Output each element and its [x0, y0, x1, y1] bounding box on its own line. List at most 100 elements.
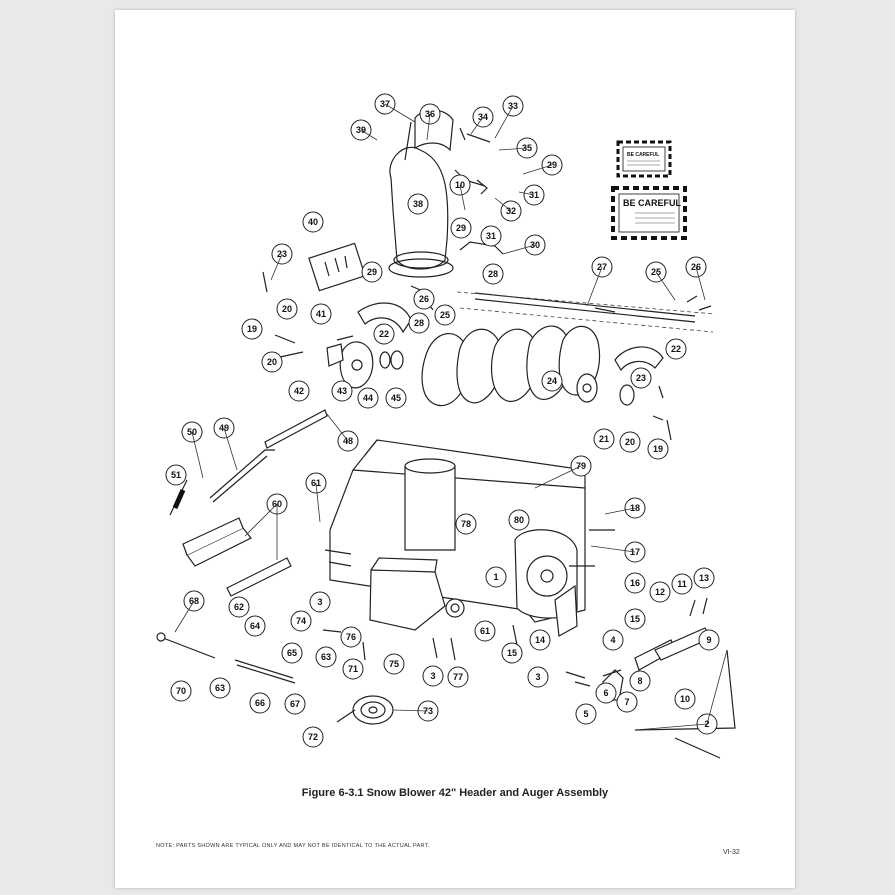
callout-14: 14 [529, 629, 551, 651]
svg-text:43: 43 [337, 386, 347, 396]
svg-text:3: 3 [317, 597, 322, 607]
svg-text:62: 62 [234, 602, 244, 612]
skid-shoes [182, 517, 292, 597]
svg-text:11: 11 [677, 579, 687, 589]
callout-23b: 23 [630, 367, 652, 389]
svg-text:15: 15 [630, 614, 640, 624]
svg-text:42: 42 [294, 386, 304, 396]
callout-19b: 19 [647, 438, 669, 460]
svg-text:20: 20 [267, 357, 277, 367]
callout-67: 67 [284, 693, 306, 715]
svg-text:75: 75 [389, 659, 399, 669]
callout-77: 77 [447, 666, 469, 688]
svg-text:8: 8 [637, 676, 642, 686]
svg-text:67: 67 [290, 699, 300, 709]
side-bracket-22 [357, 302, 412, 334]
callout-20c: 20 [619, 431, 641, 453]
svg-text:74: 74 [296, 616, 306, 626]
callout-20b: 20 [261, 351, 283, 373]
callout-6: 6 [595, 682, 617, 704]
callout-43: 43 [331, 380, 353, 402]
pulley-73 [336, 695, 394, 725]
figure-caption: Figure 6-3.1 Snow Blower 42" Header and … [301, 787, 609, 799]
callout-9: 9 [698, 629, 720, 651]
callout-74: 74 [290, 610, 312, 632]
svg-text:10: 10 [680, 694, 690, 704]
callout-10b: 10 [674, 688, 696, 710]
discharge-chute [388, 109, 454, 278]
svg-text:63: 63 [321, 652, 331, 662]
callout-21: 21 [593, 428, 615, 450]
bearing-plate-left [326, 341, 404, 389]
svg-text:41: 41 [316, 309, 326, 319]
svg-text:80: 80 [514, 515, 524, 525]
shear-rod [169, 409, 328, 516]
callout-29b: 29 [450, 217, 472, 239]
svg-text:77: 77 [453, 672, 463, 682]
svg-text:65: 65 [287, 648, 297, 658]
svg-text:15: 15 [507, 648, 517, 658]
callout-22b: 22 [665, 338, 687, 360]
svg-text:76: 76 [346, 632, 356, 642]
svg-text:1: 1 [493, 572, 498, 582]
callout-61b: 61 [474, 620, 496, 642]
svg-text:19: 19 [247, 324, 257, 334]
callout-15b: 15 [624, 608, 646, 630]
callout-70: 70 [170, 680, 192, 702]
callout-80: 80 [508, 509, 530, 531]
svg-text:23: 23 [636, 373, 646, 383]
svg-text:6: 6 [603, 688, 608, 698]
callout-8: 8 [629, 670, 651, 692]
callout-63b: 63 [315, 646, 337, 668]
svg-text:71: 71 [348, 664, 358, 674]
callout-25a: 25 [434, 304, 456, 326]
callout-13: 13 [693, 567, 715, 589]
svg-text:40: 40 [308, 217, 318, 227]
svg-text:31: 31 [486, 231, 496, 241]
svg-text:70: 70 [176, 686, 186, 696]
callout-51: 51 [165, 464, 187, 486]
callout-20a: 20 [276, 298, 298, 320]
svg-text:5: 5 [583, 709, 588, 719]
svg-text:51: 51 [171, 470, 181, 480]
manual-page: BE CAREFUL BE CAREFUL [115, 10, 795, 888]
callout-7: 7 [616, 691, 638, 713]
svg-text:63: 63 [215, 683, 225, 693]
svg-text:66: 66 [255, 698, 265, 708]
callout-15a: 15 [501, 642, 523, 664]
callout-5: 5 [575, 703, 597, 725]
callout-31b: 31 [480, 225, 502, 247]
callout-4: 4 [602, 629, 624, 651]
callout-38: 38 [407, 193, 429, 215]
svg-text:13: 13 [699, 573, 709, 583]
housing [324, 439, 586, 623]
svg-text:3: 3 [535, 672, 540, 682]
callout-42: 42 [288, 380, 310, 402]
svg-text:4: 4 [610, 635, 615, 645]
svg-text:25: 25 [440, 310, 450, 320]
leader-lines [174, 103, 728, 731]
svg-text:38: 38 [413, 199, 423, 209]
decal-40 [308, 242, 366, 292]
svg-text:9: 9 [706, 635, 711, 645]
callout-28a: 28 [482, 263, 504, 285]
svg-text:21: 21 [599, 434, 609, 444]
svg-text:72: 72 [308, 732, 318, 742]
callout-64: 64 [244, 615, 266, 637]
callout-19a: 19 [241, 318, 263, 340]
callout-11: 11 [671, 573, 693, 595]
callout-12: 12 [649, 581, 671, 603]
svg-text:7: 7 [624, 697, 629, 707]
svg-text:29: 29 [367, 267, 377, 277]
svg-text:12: 12 [655, 587, 665, 597]
callout-3a: 3 [309, 591, 331, 613]
svg-text:24: 24 [547, 376, 557, 386]
svg-text:29: 29 [456, 223, 466, 233]
exploded-parts-diagram: BE CAREFUL BE CAREFUL [156, 93, 736, 759]
svg-text:28: 28 [414, 318, 424, 328]
callout-45: 45 [385, 387, 407, 409]
svg-text:20: 20 [282, 304, 292, 314]
callout-65: 65 [281, 642, 303, 664]
svg-text:44: 44 [363, 393, 373, 403]
callout-29c: 29 [361, 261, 383, 283]
